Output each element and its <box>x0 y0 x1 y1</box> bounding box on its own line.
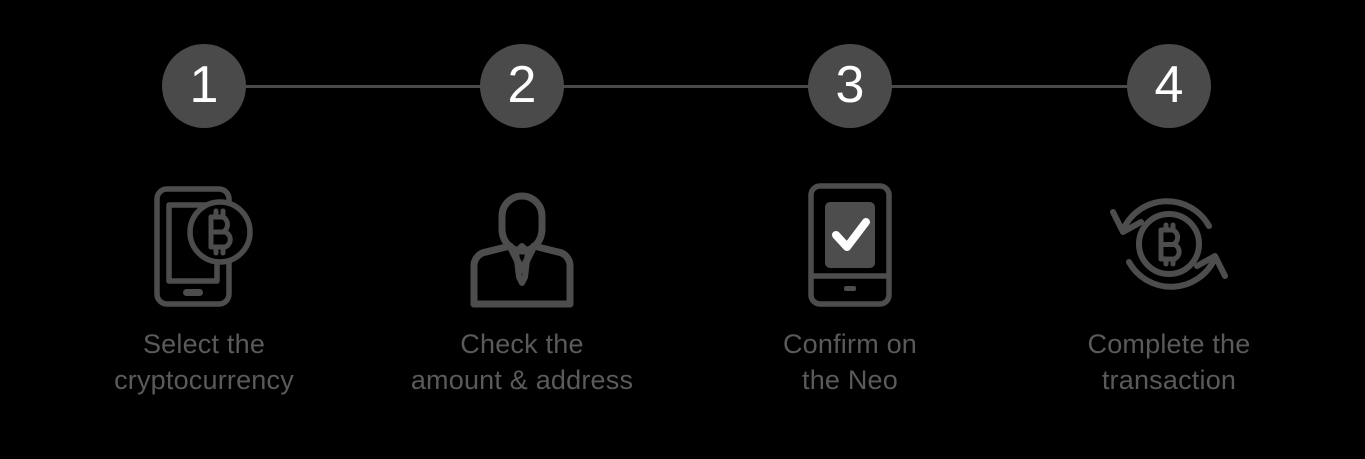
step-caption-1: Select the cryptocurrency <box>114 326 294 398</box>
step-circle-2[interactable]: 2 <box>480 44 564 128</box>
step-column-4: Complete the transaction <box>1019 178 1319 398</box>
step-circle-3[interactable]: 3 <box>808 44 892 128</box>
phone-bitcoin-icon <box>139 178 269 310</box>
step-circle-1[interactable]: 1 <box>162 44 246 128</box>
step-caption-2-line1: Check the <box>460 329 584 359</box>
step-caption-3-line2: the Neo <box>802 365 898 395</box>
progress-connector-line <box>204 85 1169 88</box>
step-number-2: 2 <box>507 55 537 114</box>
progress-rail: 1 2 3 4 <box>0 38 1365 138</box>
step-number-4: 4 <box>1154 55 1184 114</box>
person-suit-icon <box>457 178 587 310</box>
step-caption-3-line1: Confirm on <box>782 329 918 359</box>
step-column-2: Check the amount & address <box>372 178 672 398</box>
step-caption-1-line2: cryptocurrency <box>114 365 294 395</box>
step-column-3: Confirm on the Neo <box>700 178 1000 398</box>
steps-columns: Select the cryptocurrency Check the amou… <box>0 178 1365 418</box>
device-checkmark-icon <box>785 178 915 310</box>
step-column-1: Select the cryptocurrency <box>54 178 354 398</box>
step-number-3: 3 <box>835 55 865 114</box>
step-caption-2-line2: amount & address <box>410 365 634 395</box>
step-number-1: 1 <box>189 55 219 114</box>
step-circle-4[interactable]: 4 <box>1127 44 1211 128</box>
step-caption-3: Confirm on the Neo <box>783 326 917 398</box>
bitcoin-exchange-arrows-icon <box>1104 178 1234 310</box>
step-caption-4: Complete the transaction <box>1088 326 1251 398</box>
step-caption-4-line2: transaction <box>1101 365 1237 395</box>
step-caption-4-line1: Complete the <box>1087 329 1251 359</box>
step-caption-2: Check the amount & address <box>411 326 633 398</box>
step-caption-1-line1: Select the <box>142 329 266 359</box>
